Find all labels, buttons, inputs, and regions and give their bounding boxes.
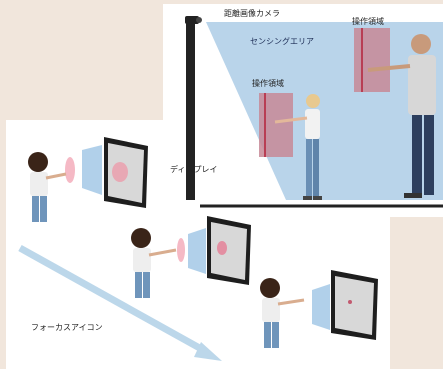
focus-icon-2: [217, 241, 227, 255]
sensing-area-label: センシングエリア: [250, 37, 314, 46]
progress-arrow: [18, 244, 222, 361]
scene-3: [260, 270, 378, 348]
scene-2: [131, 216, 251, 298]
focus-icon-label: フォーカスアイコン: [31, 323, 103, 332]
operation-area-left-label: 操作領域: [252, 79, 284, 88]
adult-figure-top: [367, 34, 436, 198]
camera-label: 距離画像カメラ: [224, 9, 280, 18]
child-figure-top: [274, 94, 322, 200]
scene-1: [28, 137, 148, 222]
operation-area-right-label: 操作領域: [352, 17, 384, 26]
focus-icon-3: [348, 300, 352, 304]
focus-icon-1: [112, 162, 128, 182]
display-label: ディスプレイ: [170, 165, 218, 174]
operation-area-left: [259, 93, 293, 157]
sensing-area: [206, 22, 443, 200]
operation-area-right: [354, 28, 390, 92]
display-post: [186, 22, 195, 200]
camera-icon: [185, 16, 202, 24]
